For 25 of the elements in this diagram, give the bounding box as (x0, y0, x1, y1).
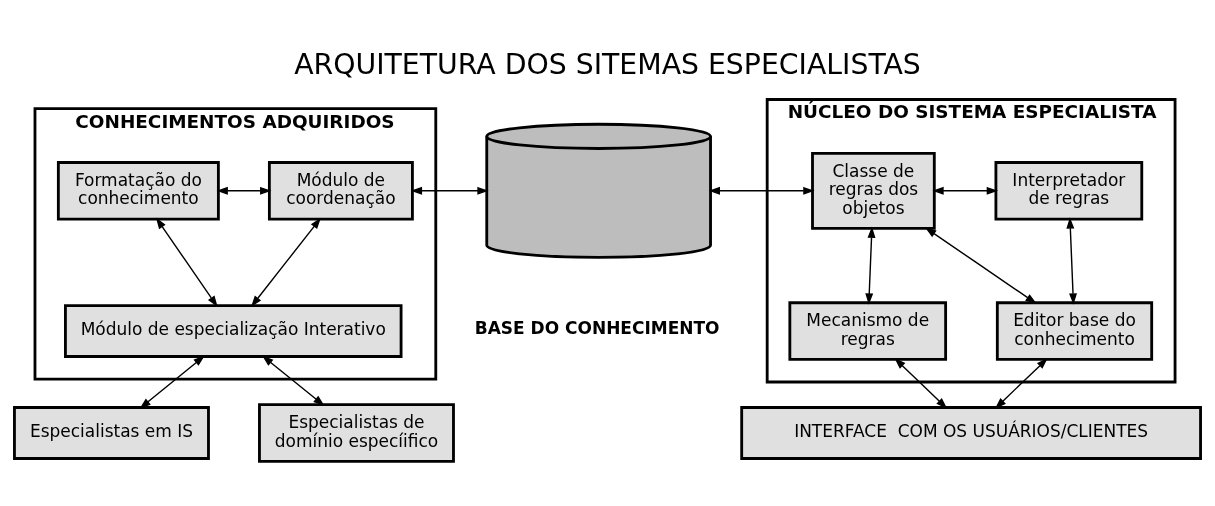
arrow (894, 357, 948, 409)
arrow (932, 186, 999, 195)
node-box: Especialistas de domínio especíifico (258, 402, 455, 463)
arrow (994, 357, 1048, 409)
arrow (262, 355, 325, 406)
node-box: Especialistas em IS (13, 405, 210, 460)
diagram-title: ARQUITETURA DOS SITEMAS ESPECIALISTAS (294, 47, 921, 81)
arrow (925, 227, 1037, 304)
arrow (708, 186, 815, 195)
node-box: Formatação do conhecimento (56, 160, 220, 221)
arrow (865, 226, 876, 305)
arrow (1066, 216, 1077, 305)
node-box: Editor base do conhecimento (995, 300, 1154, 361)
node-box: Módulo de coordenação (267, 160, 414, 221)
arrow (139, 355, 205, 409)
node-box: Classe de regras dos objetos (811, 151, 936, 230)
node-box: Mecanismo de regras (788, 300, 948, 361)
node-label: BASE DO CONHECIMENTO (474, 317, 720, 338)
arrow (216, 186, 272, 195)
arrow (251, 217, 321, 307)
node-box: INTERFACE COM OS USUÁRIOS/CLIENTES (740, 405, 1202, 460)
arrow (410, 186, 489, 195)
node-box: Interpretador de regras (994, 160, 1144, 221)
node-box: Módulo de especialização Interativo (64, 303, 403, 358)
arrow (155, 217, 218, 307)
